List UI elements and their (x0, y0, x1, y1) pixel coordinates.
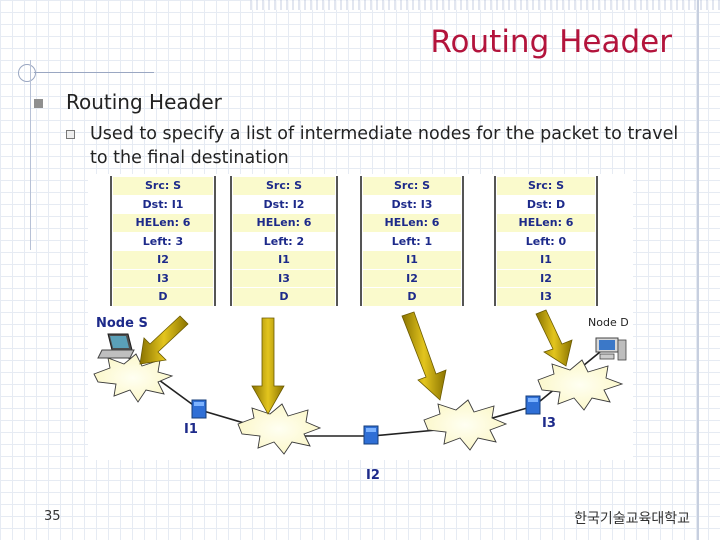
left-decoration-rule (30, 60, 31, 250)
right-decoration-rule (697, 0, 699, 540)
node-i2-label: I2 (366, 468, 380, 483)
burst-shape (538, 360, 622, 410)
node-i3-label: I3 (542, 416, 556, 431)
node-i1-label: I1 (184, 422, 198, 437)
routing-diagram: Src: S Dst: I1 HELen: 6 Left: 3 I2 I3 D … (88, 174, 633, 460)
router-i2-icon (364, 426, 378, 444)
title-decoration-circle (18, 64, 36, 82)
arrow-shape (536, 310, 572, 366)
bullet-level1-text: Routing Header (66, 90, 222, 114)
node-d-label: Node D (588, 316, 629, 329)
laptop-icon (98, 334, 134, 358)
desktop-icon (596, 338, 626, 360)
page-number: 35 (44, 509, 61, 524)
transmission-bursts (94, 354, 622, 454)
slide-title: Routing Header (430, 24, 672, 60)
burst-shape (424, 400, 506, 450)
packet-arrows (140, 310, 572, 414)
node-s-label: Node S (96, 316, 148, 331)
bullet-square-icon (34, 99, 43, 108)
title-decoration-rule (34, 72, 154, 73)
burst-shape (238, 404, 320, 454)
footer-organization: 한국기술교육대학교 (574, 508, 690, 528)
bullet-hollow-square-icon (66, 130, 75, 139)
top-decoration-band (250, 0, 720, 10)
arrow-shape (252, 318, 284, 414)
arrow-shape (402, 312, 446, 400)
router-i3-icon (526, 396, 540, 414)
router-i1-icon (192, 400, 206, 418)
bullet-level2-text: Used to specify a list of intermediate n… (90, 122, 690, 170)
